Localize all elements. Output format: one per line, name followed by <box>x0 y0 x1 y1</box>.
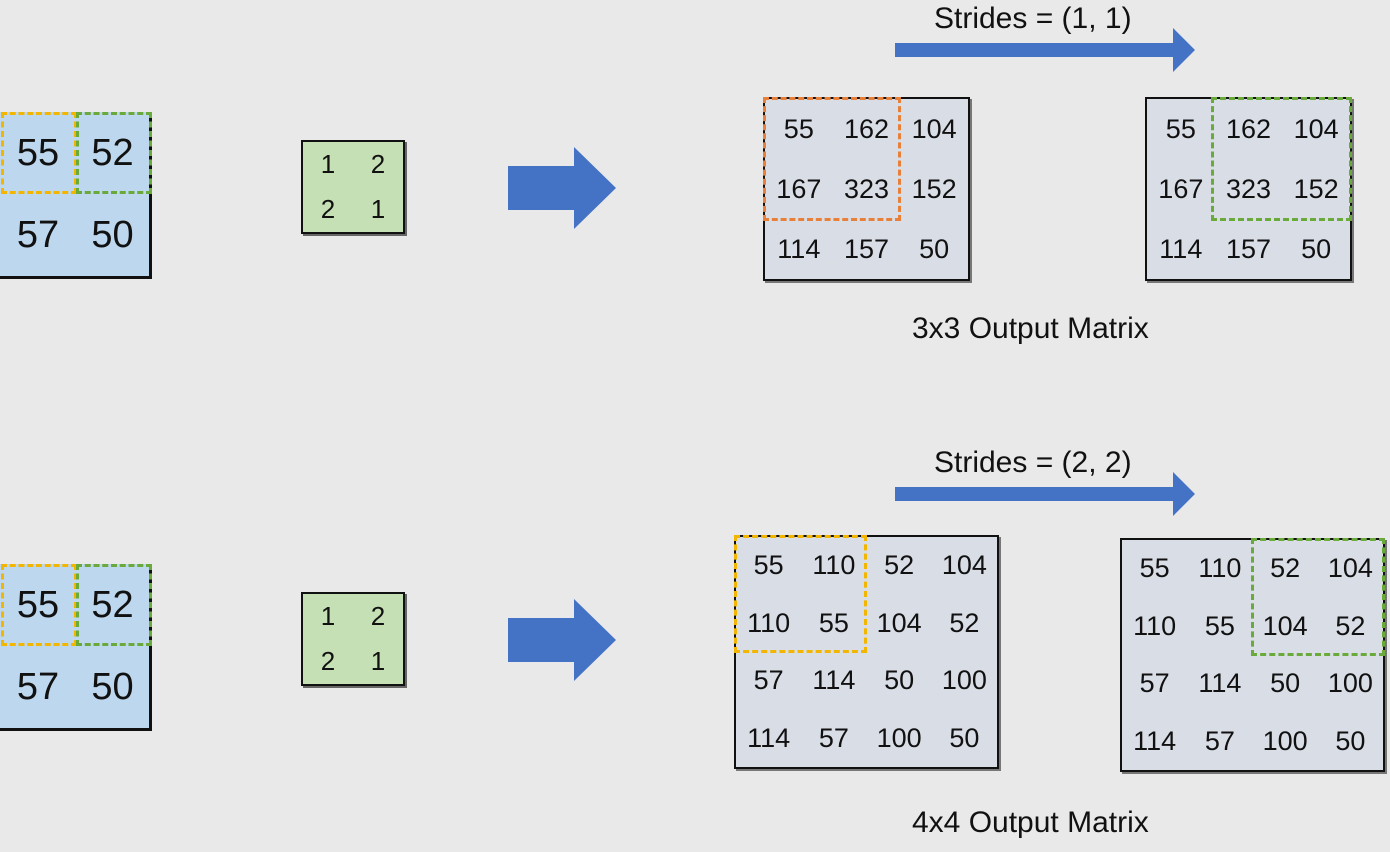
kernel-cell: 2 <box>320 194 336 224</box>
output-cell: 52 <box>884 550 915 581</box>
output-cell: 50 <box>919 233 950 264</box>
bottom-block-arrow-icon <box>508 599 616 681</box>
bottom-kernel-matrix: 1 2 2 1 <box>301 592 405 686</box>
output-cell: 104 <box>1293 113 1339 144</box>
bottom-output-caption: 4x4 Output Matrix <box>912 806 1149 839</box>
kernel-cell: 2 <box>320 646 336 676</box>
output-cell: 114 <box>1159 233 1203 264</box>
output-cell: 104 <box>911 113 957 144</box>
output-cell: 57 <box>1204 725 1235 756</box>
output-cell: 110 <box>1133 610 1177 641</box>
bottom-output-a-highlight-yellow <box>734 535 867 653</box>
output-cell: 50 <box>1301 233 1332 264</box>
kernel-cell: 2 <box>370 149 386 179</box>
bottom-strides-arrow-icon <box>895 472 1195 516</box>
input-cell: 57 <box>16 665 60 708</box>
bottom-input-highlight-yellow <box>1 564 77 646</box>
output-cell: 162 <box>843 113 890 144</box>
output-cell: 57 <box>753 665 784 696</box>
output-cell: 55 <box>783 113 814 144</box>
kernel-cell: 1 <box>370 646 386 676</box>
top-strides-label: Strides = (1, 1) <box>934 2 1132 35</box>
output-cell: 323 <box>1225 173 1272 204</box>
output-cell: 100 <box>1327 668 1373 699</box>
output-cell: 104 <box>876 607 922 638</box>
input-cell: 57 <box>16 213 60 256</box>
output-cell: 104 <box>1262 610 1308 641</box>
input-cell: 55 <box>16 583 60 626</box>
bottom-strides-label: Strides = (2, 2) <box>934 446 1132 479</box>
input-cell: 52 <box>91 131 134 174</box>
output-cell: 100 <box>876 722 922 753</box>
output-cell: 152 <box>911 173 957 204</box>
output-cell: 50 <box>884 665 915 696</box>
output-cell: 157 <box>1225 233 1272 264</box>
output-cell: 50 <box>1335 725 1366 756</box>
kernel-cell: 1 <box>320 149 336 179</box>
output-cell: 50 <box>1270 668 1301 699</box>
output-cell: 57 <box>1139 668 1170 699</box>
bottom-input-highlight-green <box>76 564 152 646</box>
top-output-matrix-a: 55 162 104 167 323 152 114 157 50 <box>763 97 970 281</box>
top-output-a-highlight-orange <box>763 97 901 221</box>
output-cell: 55 <box>753 550 784 581</box>
output-cell: 50 <box>949 722 980 753</box>
output-cell: 100 <box>1262 725 1308 756</box>
output-cell: 104 <box>941 550 987 581</box>
output-cell: 55 <box>1204 610 1235 641</box>
output-cell: 110 <box>747 607 791 638</box>
output-cell: 110 <box>1198 553 1242 584</box>
input-cell: 52 <box>91 583 134 626</box>
output-cell: 114 <box>747 722 791 753</box>
output-cell: 52 <box>1270 553 1301 584</box>
top-strides-arrow-icon <box>895 28 1195 72</box>
output-cell: 55 <box>1165 113 1196 144</box>
top-output-b-highlight-green <box>1211 97 1352 221</box>
kernel-cell: 2 <box>370 601 386 631</box>
output-cell: 114 <box>1133 725 1177 756</box>
kernel-cell: 1 <box>370 194 386 224</box>
top-output-caption: 3x3 Output Matrix <box>912 312 1149 345</box>
output-cell: 52 <box>949 607 980 638</box>
output-cell: 104 <box>1327 553 1373 584</box>
input-cell: 55 <box>16 131 60 174</box>
output-cell: 55 <box>1139 553 1170 584</box>
output-cell: 100 <box>941 665 987 696</box>
output-cell: 55 <box>818 607 849 638</box>
top-block-arrow-icon <box>508 147 616 229</box>
output-cell: 110 <box>812 550 856 581</box>
output-cell: 57 <box>818 722 849 753</box>
output-cell: 114 <box>1198 668 1242 699</box>
output-cell: 114 <box>777 233 821 264</box>
output-cell: 167 <box>776 173 822 204</box>
top-input-highlight-green <box>76 112 152 194</box>
output-cell: 52 <box>1335 610 1366 641</box>
input-cell: 50 <box>91 213 134 256</box>
bottom-output-b-highlight-green <box>1251 538 1385 656</box>
output-cell: 157 <box>843 233 890 264</box>
kernel-cell: 1 <box>320 601 336 631</box>
output-cell: 162 <box>1225 113 1272 144</box>
output-cell: 323 <box>843 173 890 204</box>
input-cell: 50 <box>91 665 134 708</box>
output-cell: 114 <box>812 665 856 696</box>
output-cell: 167 <box>1158 173 1204 204</box>
top-kernel-matrix: 1 2 2 1 <box>301 140 405 234</box>
top-input-highlight-yellow <box>1 112 77 194</box>
output-cell: 152 <box>1293 173 1339 204</box>
